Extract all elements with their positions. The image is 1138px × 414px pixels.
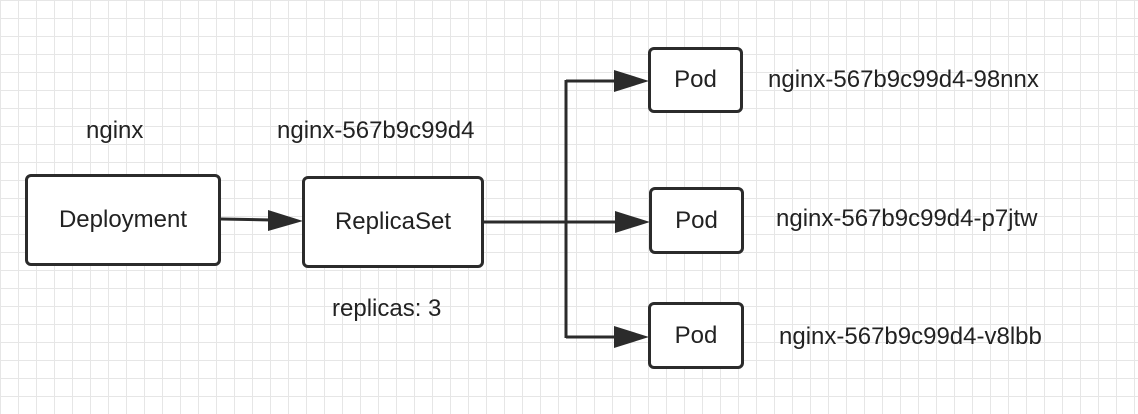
deployment-node: Deployment <box>25 174 221 266</box>
pod-node-2: Pod <box>649 187 744 254</box>
pod-node-1: Pod <box>648 47 743 113</box>
pod-node-1-label: Pod <box>674 66 717 93</box>
pod-node-3: Pod <box>648 302 744 369</box>
pod-node-3-label: Pod <box>674 321 718 349</box>
replicaset-node: ReplicaSet <box>302 176 484 268</box>
deployment-node-label: Deployment <box>58 206 188 233</box>
pod-name-label-3: nginx-567b9c99d4-v8lbb <box>779 323 1042 350</box>
branch-to-pod-1-arrowhead <box>614 70 649 92</box>
pod-node-2-label: Pod <box>675 206 718 234</box>
deployment-to-replicaset-line <box>220 217 273 222</box>
deployment-name-label: nginx <box>86 117 144 144</box>
replicas-count-label: replicas: 3 <box>332 295 442 322</box>
pod-name-label-1: nginx-567b9c99d4-98nnx <box>768 66 1039 93</box>
branch-to-pod-2-arrowhead <box>615 211 650 233</box>
branch-to-pod-3-arrowhead <box>614 326 649 348</box>
deployment-to-replicaset-arrowhead <box>268 210 303 231</box>
replicaset-name-label: nginx-567b9c99d4 <box>277 117 475 144</box>
replicaset-node-label: ReplicaSet <box>334 208 452 235</box>
pod-name-label-2: nginx-567b9c99d4-p7jtw <box>776 205 1038 232</box>
